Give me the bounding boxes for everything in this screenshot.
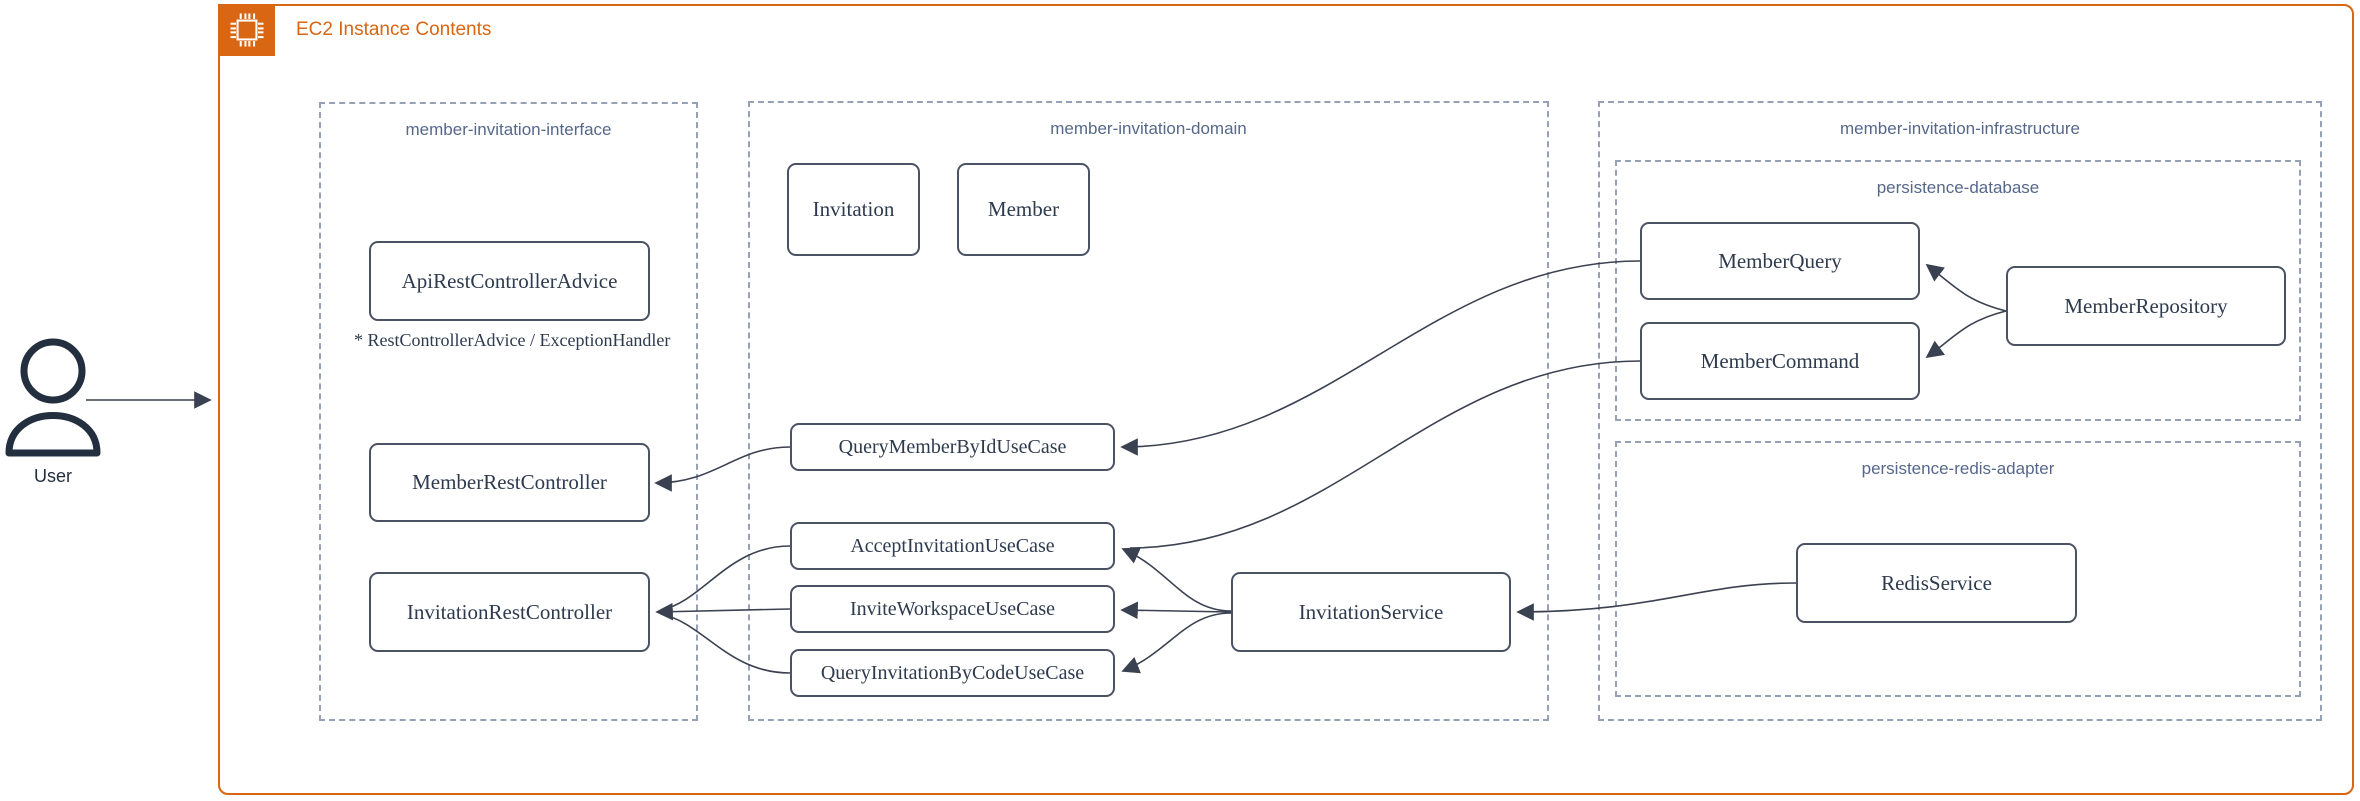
container-label-persistence-database: persistence-database bbox=[1876, 178, 2040, 197]
node-member-rest-controller: MemberRestController bbox=[369, 443, 650, 522]
user-person-icon bbox=[5, 338, 101, 457]
container-persistence-redis-adapter: persistence-redis-adapter bbox=[1615, 441, 2301, 697]
container-member-invitation-interface: member-invitation-interface bbox=[319, 102, 698, 721]
ec2-instance-group bbox=[218, 4, 2354, 795]
node-accept-invitation-use-case: AcceptInvitationUseCase bbox=[790, 522, 1115, 570]
node-invite-workspace-use-case: InviteWorkspaceUseCase bbox=[790, 585, 1115, 633]
container-label-persistence-redis-adapter: persistence-redis-adapter bbox=[1861, 459, 2055, 478]
node-invitation-rest-controller: InvitationRestController bbox=[369, 572, 650, 652]
container-label-interface: member-invitation-interface bbox=[405, 120, 612, 139]
node-member-entity: Member bbox=[957, 163, 1090, 256]
node-member-command: MemberCommand bbox=[1640, 322, 1920, 400]
node-redis-service: RedisService bbox=[1796, 543, 2077, 623]
node-query-invitation-by-code-use-case: QueryInvitationByCodeUseCase bbox=[790, 649, 1115, 697]
node-invitation-service: InvitationService bbox=[1231, 572, 1511, 652]
ec2-group-title: EC2 Instance Contents bbox=[296, 19, 492, 40]
node-api-rest-controller-advice: ApiRestControllerAdvice bbox=[369, 241, 650, 321]
node-query-member-by-id-use-case: QueryMemberByIdUseCase bbox=[790, 423, 1115, 471]
ec2-chip-icon bbox=[218, 4, 275, 56]
user-label: User bbox=[33, 466, 72, 486]
node-member-query: MemberQuery bbox=[1640, 222, 1920, 300]
node-member-repository: MemberRepository bbox=[2006, 266, 2286, 346]
container-label-infrastructure: member-invitation-infrastructure bbox=[1840, 119, 2080, 138]
node-invitation-entity: Invitation bbox=[787, 163, 920, 256]
container-label-domain: member-invitation-domain bbox=[1050, 119, 1247, 138]
advice-note: * RestControllerAdvice / ExceptionHandle… bbox=[354, 330, 671, 350]
